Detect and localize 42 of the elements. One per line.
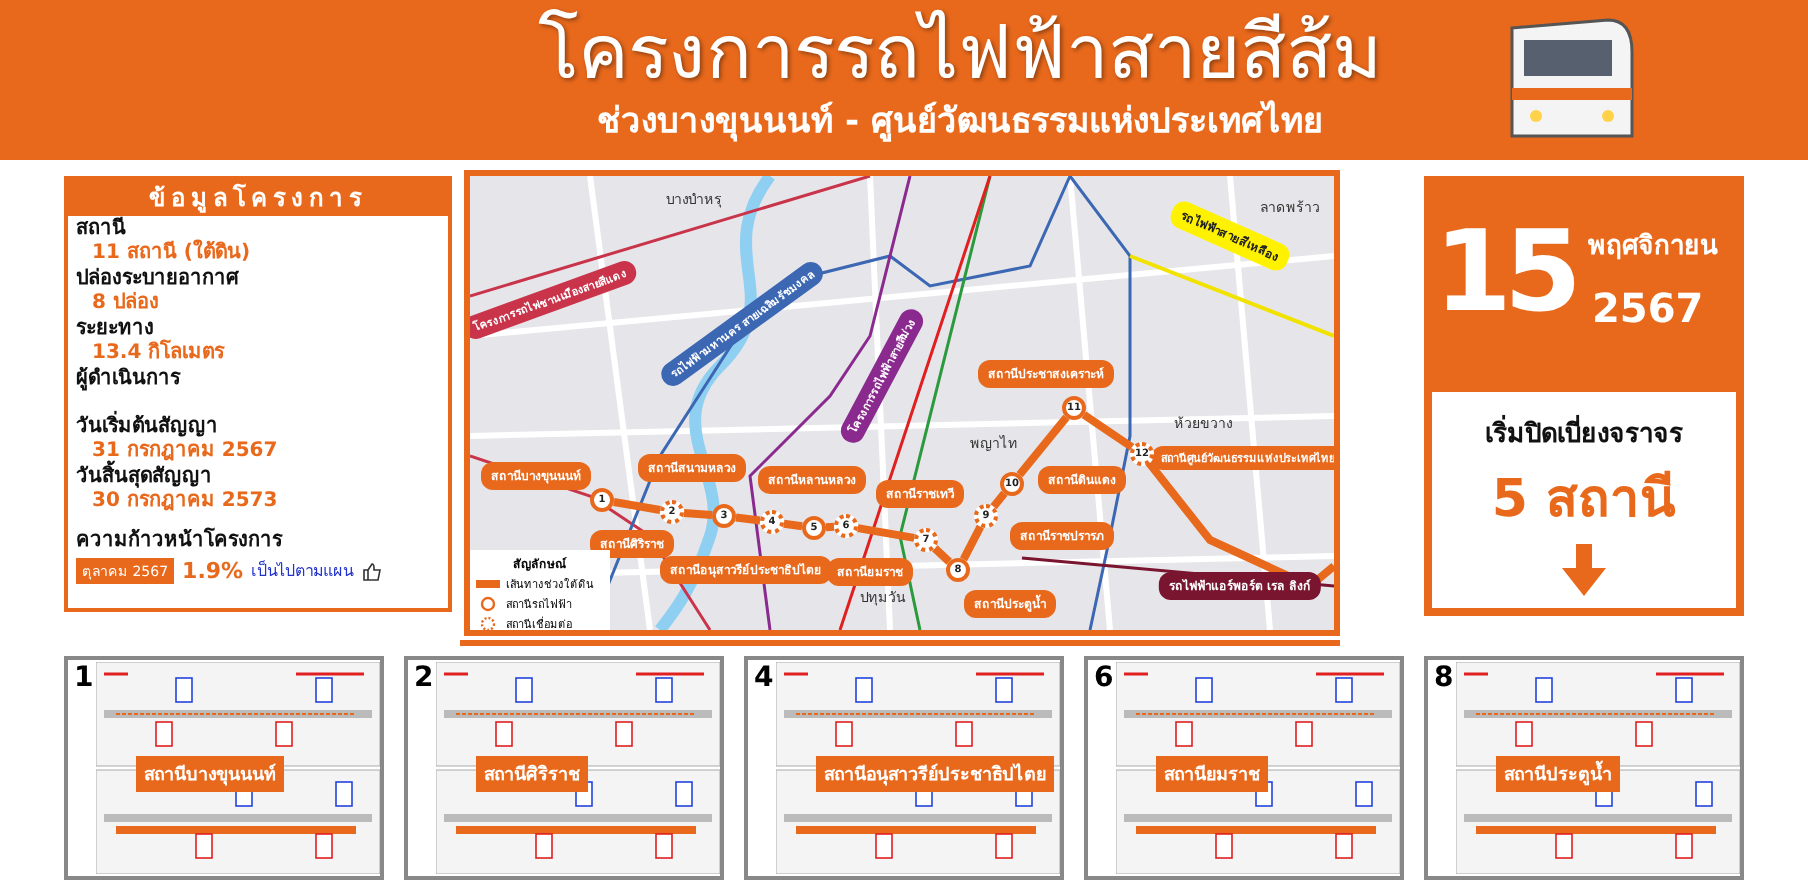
info-key: วันเริ่มต้นสัญญา [76,416,448,440]
route-line [1081,411,1135,451]
status-text: เป็นไปตามแผน [251,558,354,584]
info-value: 30 กรกฎาคม 2573 [92,490,280,514]
month-text: พฤศจิกายน [1588,230,1718,266]
info-key: ระยะทาง [76,318,448,342]
station-count: 5 สถานี [1489,468,1679,534]
panel-heading: ข้อมูลโครงการ [68,180,448,216]
year-text: 2567 [1592,284,1704,332]
station-banner: สถานีศิริราช [476,756,588,792]
plan-number: 1 [74,662,94,694]
route-line [683,508,713,520]
plan-number: 2 [414,662,434,694]
plan-number: 4 [754,662,774,694]
route-line [959,524,985,562]
station-banner: สถานีอนุสาวรีย์ประชาธิปไตย [816,756,1054,792]
info-value: 31 กรกฎาคม 2567 [92,440,280,462]
route-line [825,522,835,532]
info-key: ความก้าวหน้าโครงการ [76,530,448,554]
info-key: ปล่องระบายอากาศ [76,268,448,292]
route-line [783,519,803,531]
info-key: ผู้ดำเนินการ [76,368,448,392]
route-line [613,498,661,514]
plan-number: 6 [1094,662,1114,694]
station-banner: สถานีบางขุนนนท์ [136,756,284,792]
route-line [932,545,952,565]
day-number: 15 [1434,206,1574,342]
station-banner: สถานีประตูน้ำ [1496,756,1620,792]
route-line [857,524,915,542]
progress-value: 1.9% [182,558,244,584]
route-line [735,513,761,525]
info-key: สถานี [76,218,448,242]
info-value: 8 ปล่อง [92,292,161,316]
route-line [990,490,1008,510]
notice-text: เริ่มปิดเบี่ยงจราจร [1432,412,1736,454]
subtitle: ช่วงบางขุนนนท์ - ศูนย์วัฒนธรรมแห่งประเทศไทย [595,100,1325,144]
info-value: 11 สถานี (ใต้ดิน) [92,242,253,266]
route-line [1016,414,1070,478]
title: โครงการรถไฟฟ้าสายสีส้ม [536,6,1384,100]
station-banner: สถานียมราช [1156,756,1268,792]
info-value: 13.4 กิโลเมตร [92,342,227,366]
plan-number: 8 [1434,662,1454,694]
